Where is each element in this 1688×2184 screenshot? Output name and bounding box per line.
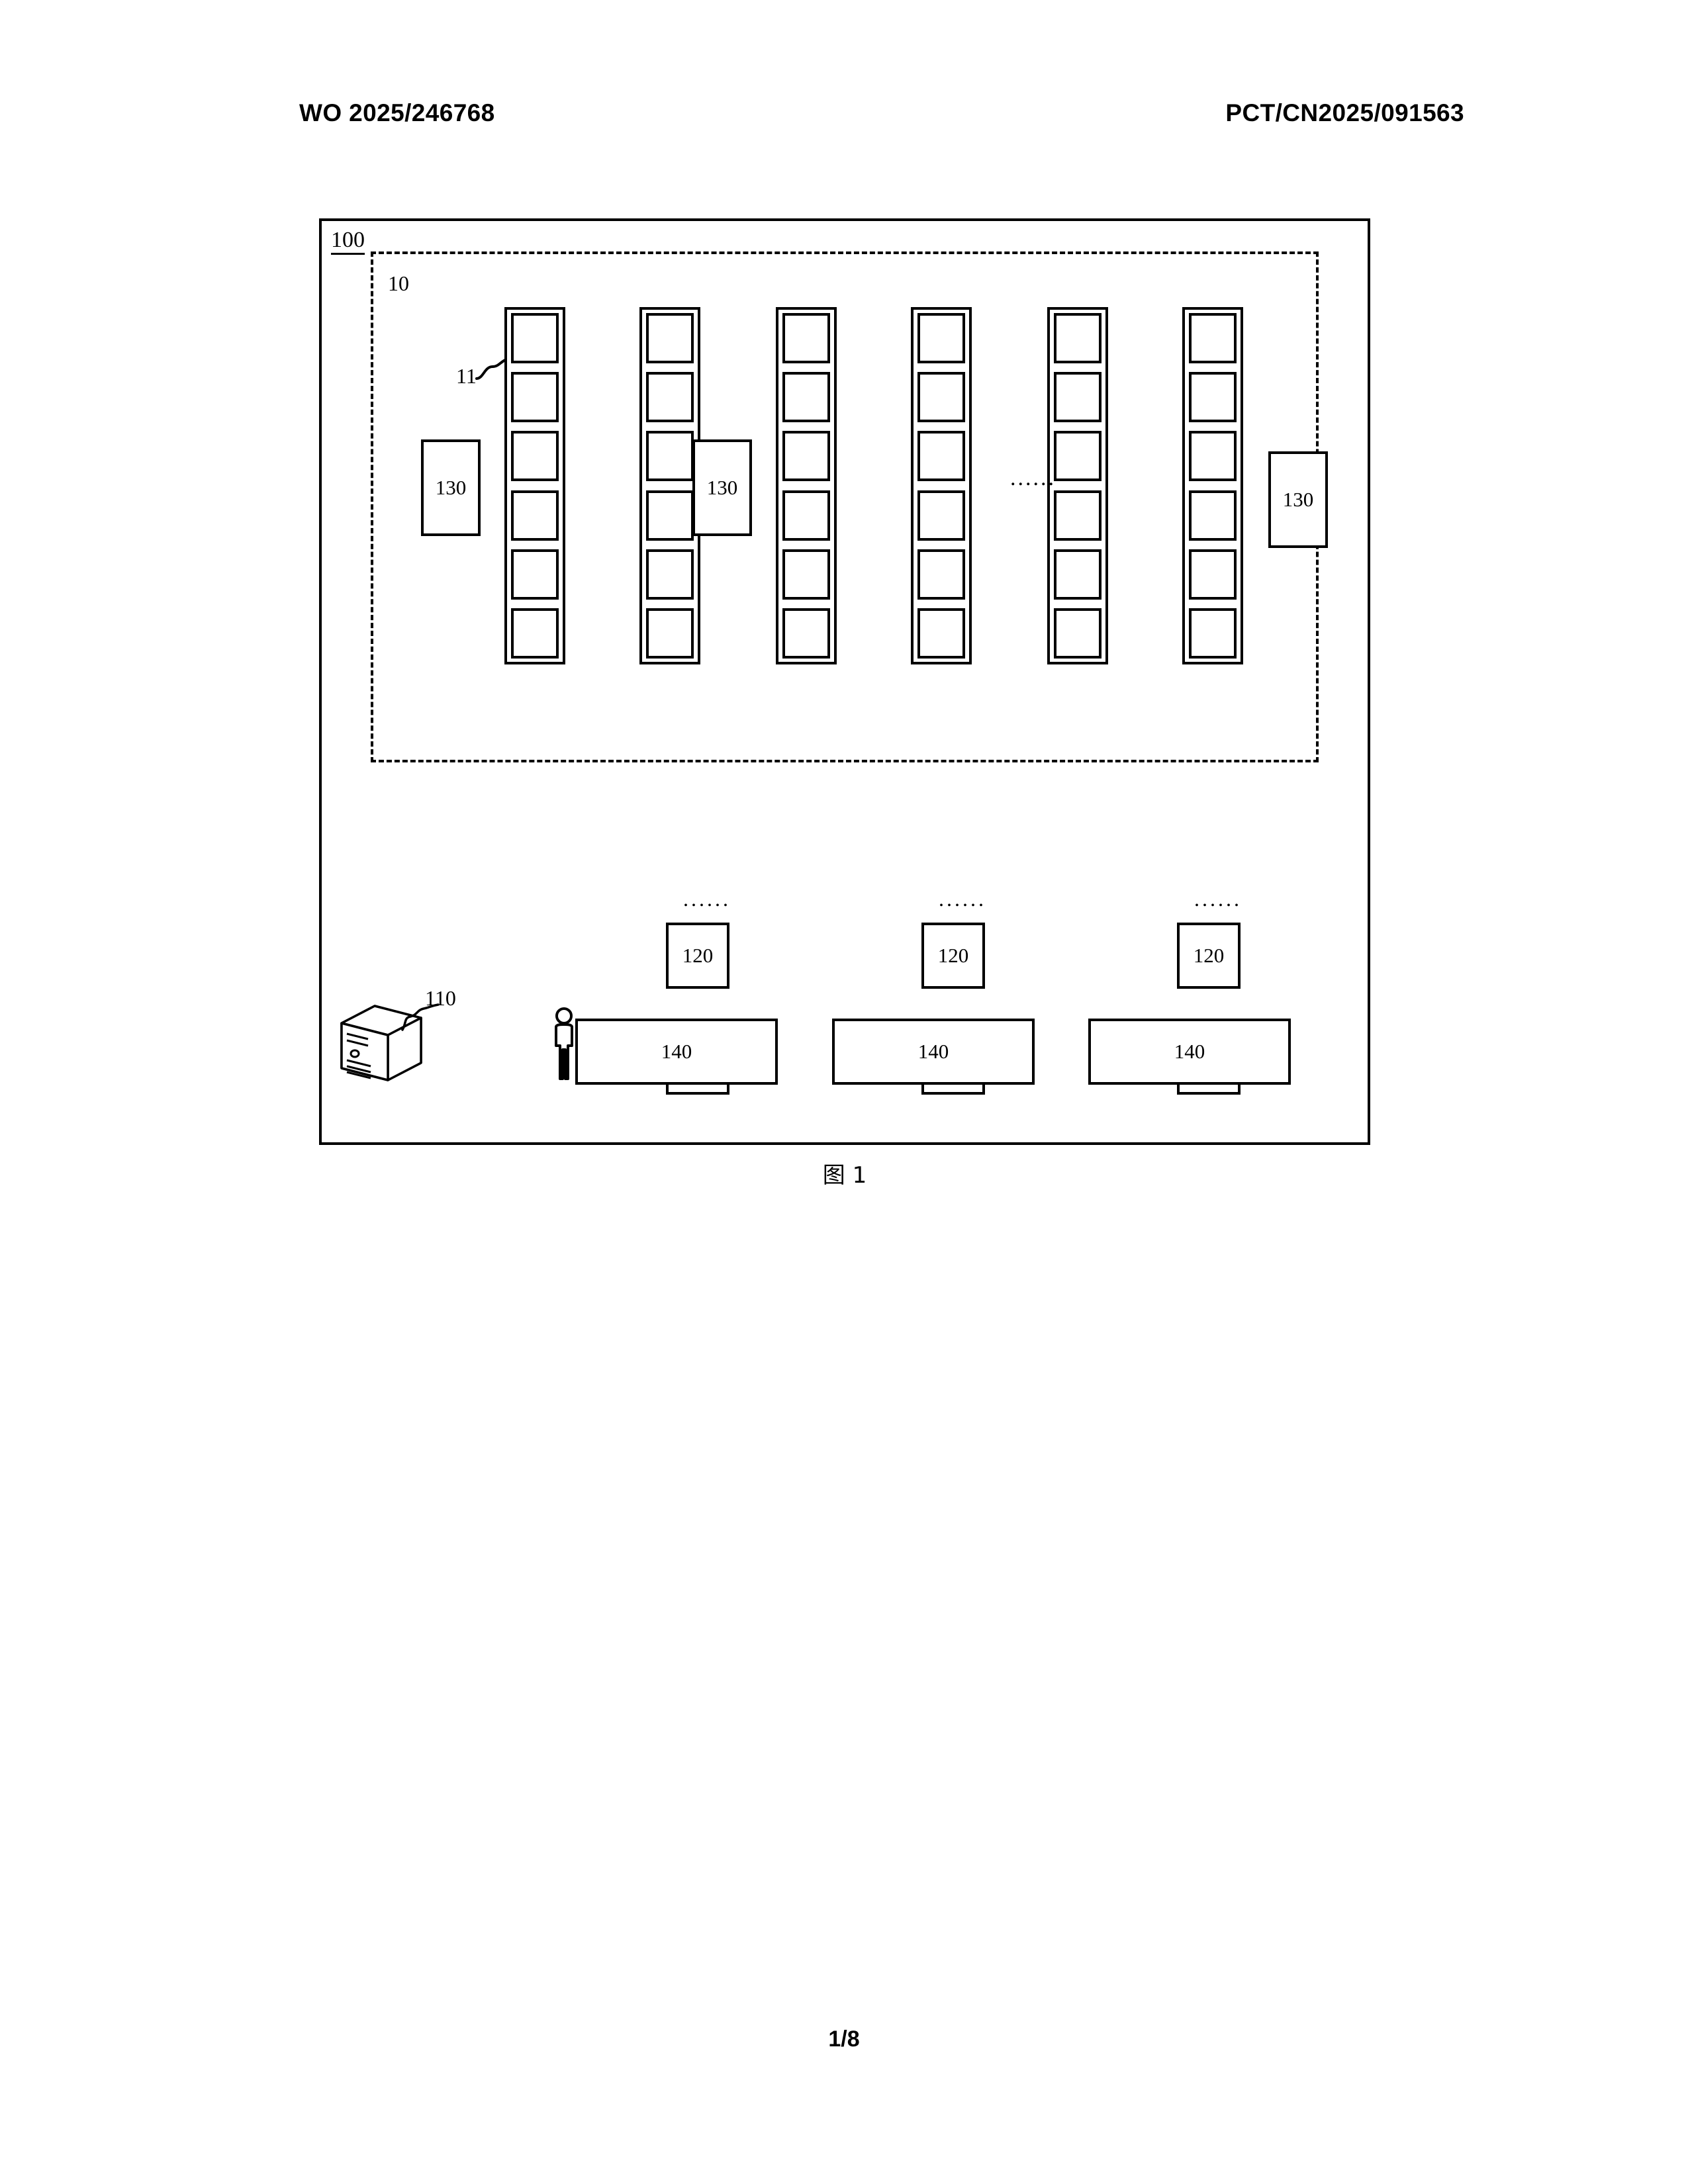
rack-cell[interactable] xyxy=(511,431,559,482)
box-130[interactable]: 130 xyxy=(692,439,752,536)
reference-label-100: 100 xyxy=(331,229,365,255)
rack-cell[interactable] xyxy=(511,313,559,363)
rack-cell[interactable] xyxy=(511,490,559,541)
rack-cell[interactable] xyxy=(917,608,965,659)
rack-cell[interactable] xyxy=(646,372,694,423)
column-ellipsis: ...... xyxy=(939,887,986,911)
publication-number: WO 2025/246768 xyxy=(299,99,495,126)
rack-cell[interactable] xyxy=(646,313,694,363)
rack-cell[interactable] xyxy=(1189,608,1237,659)
rack-cell[interactable] xyxy=(1189,313,1237,363)
rack-cell[interactable] xyxy=(1054,372,1102,423)
rack-cell[interactable] xyxy=(1054,608,1102,659)
rack-ellipsis: ...... xyxy=(1010,466,1056,490)
rack-cell[interactable] xyxy=(646,431,694,482)
box-140[interactable]: 140 xyxy=(575,1019,778,1085)
storage-rack[interactable] xyxy=(1047,307,1108,664)
rack-cell[interactable] xyxy=(782,431,830,482)
page-header: WO 2025/246768 PCT/CN2025/091563 xyxy=(299,99,1464,139)
storage-rack[interactable] xyxy=(639,307,700,664)
rack-cell[interactable] xyxy=(1054,490,1102,541)
rack-cell[interactable] xyxy=(782,372,830,423)
rack-cell[interactable] xyxy=(1189,490,1237,541)
rack-cell[interactable] xyxy=(917,490,965,541)
storage-rack[interactable] xyxy=(504,307,565,664)
column-ellipsis: ...... xyxy=(1194,887,1242,911)
server-computer-icon xyxy=(340,1005,422,1081)
rack-cell[interactable] xyxy=(782,608,830,659)
figure-caption: 图 1 xyxy=(822,1162,867,1189)
reference-label-110: 110 xyxy=(425,986,456,1010)
box-120-upper[interactable]: 120 xyxy=(921,923,985,989)
rack-cell[interactable] xyxy=(1189,549,1237,600)
reference-label-10: 10 xyxy=(388,271,409,295)
leader-line-110-icon xyxy=(401,1003,440,1031)
rack-cell[interactable] xyxy=(917,549,965,600)
reference-label-11: 11 xyxy=(456,364,477,388)
application-number: PCT/CN2025/091563 xyxy=(1225,99,1464,126)
box-140[interactable]: 140 xyxy=(1088,1019,1291,1085)
box-130[interactable]: 130 xyxy=(1268,451,1328,548)
box-140[interactable]: 140 xyxy=(832,1019,1035,1085)
page-number: 1/8 xyxy=(828,2026,860,2052)
rack-cell[interactable] xyxy=(646,549,694,600)
storage-rack[interactable] xyxy=(776,307,837,664)
rack-cell[interactable] xyxy=(1054,549,1102,600)
rack-cell[interactable] xyxy=(1054,431,1102,482)
rack-cell[interactable] xyxy=(782,549,830,600)
rack-cell[interactable] xyxy=(917,372,965,423)
rack-cell[interactable] xyxy=(646,490,694,541)
rack-cell[interactable] xyxy=(782,490,830,541)
rack-cell[interactable] xyxy=(1189,431,1237,482)
box-120-upper[interactable]: 120 xyxy=(1177,923,1241,989)
box-120-upper[interactable]: 120 xyxy=(666,923,729,989)
storage-rack[interactable] xyxy=(1182,307,1243,664)
rack-cell[interactable] xyxy=(511,549,559,600)
rack-cell[interactable] xyxy=(511,608,559,659)
rack-cell[interactable] xyxy=(511,372,559,423)
rack-cell[interactable] xyxy=(917,313,965,363)
operator-person-icon xyxy=(555,1007,573,1080)
box-130[interactable]: 130 xyxy=(421,439,481,536)
rack-cell[interactable] xyxy=(1189,372,1237,423)
storage-rack[interactable] xyxy=(911,307,972,664)
rack-cell[interactable] xyxy=(1054,313,1102,363)
rack-cell[interactable] xyxy=(646,608,694,659)
rack-cell[interactable] xyxy=(917,431,965,482)
figure-outer-frame: 100 10 11 130 130 130 ...... ...... 120 120 1… xyxy=(319,218,1370,1145)
column-ellipsis: ...... xyxy=(683,887,731,911)
rack-cell[interactable] xyxy=(782,313,830,363)
